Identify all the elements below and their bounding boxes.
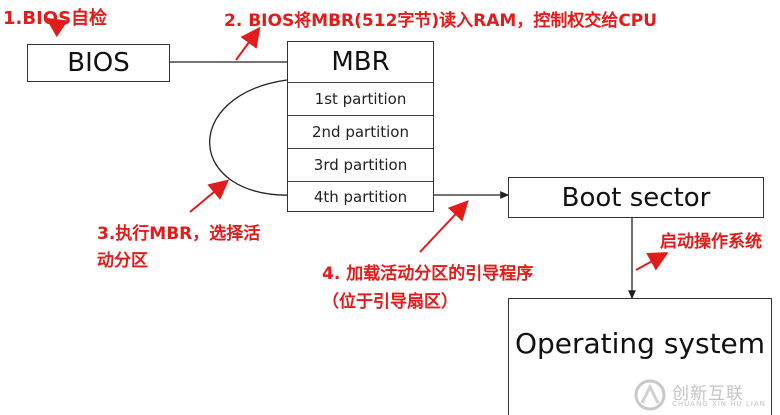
watermark-logo: 创新互联 CHUANG XIN HU LIAN [634, 379, 774, 411]
operating-system-label: Operating system [514, 326, 766, 360]
bios-box: BIOS [27, 44, 170, 82]
watermark-name: 创新互联 [672, 384, 744, 404]
step4-annotation-line1: 4. 加载活动分区的引导程序 [322, 264, 534, 284]
bios-label: BIOS [67, 48, 130, 78]
boot-sector-label: Boot sector [561, 182, 711, 213]
step5-arrow [635, 252, 669, 271]
watermark-logo-icon [634, 379, 666, 411]
step1-annotation: 1.BIOS自检 [3, 8, 108, 29]
step2-arrow [235, 26, 261, 61]
step4-arrow [419, 200, 469, 253]
mbr-to-4th-partition-loop [209, 79, 298, 200]
mbr-table: MBR 1st partition 2nd partition 3rd part… [287, 41, 434, 212]
mbr-partition-4: 4th partition [288, 181, 433, 212]
step3-annotation-line1: 3.执行MBR，选择活 [97, 224, 261, 244]
watermark-sub: CHUANG XIN HU LIAN [672, 400, 766, 408]
step2-annotation: 2. BIOS将MBR(512字节)读入RAM，控制权交给CPU [224, 11, 658, 31]
operating-system-box: Operating system [508, 298, 772, 415]
boot-sector-box: Boot sector [508, 177, 764, 218]
mbr-partition-2: 2nd partition [288, 115, 433, 148]
step4-annotation-line2: （位于引导扇区） [322, 292, 458, 312]
step3-arrow [189, 179, 230, 213]
mbr-partition-1: 1st partition [288, 82, 433, 115]
mbr-title: MBR [331, 47, 390, 77]
step1-arrow [45, 17, 68, 38]
step5-annotation: 启动操作系统 [660, 232, 762, 252]
mbr-partition-3: 3rd partition [288, 148, 433, 181]
step3-annotation-line2: 动分区 [97, 251, 148, 271]
